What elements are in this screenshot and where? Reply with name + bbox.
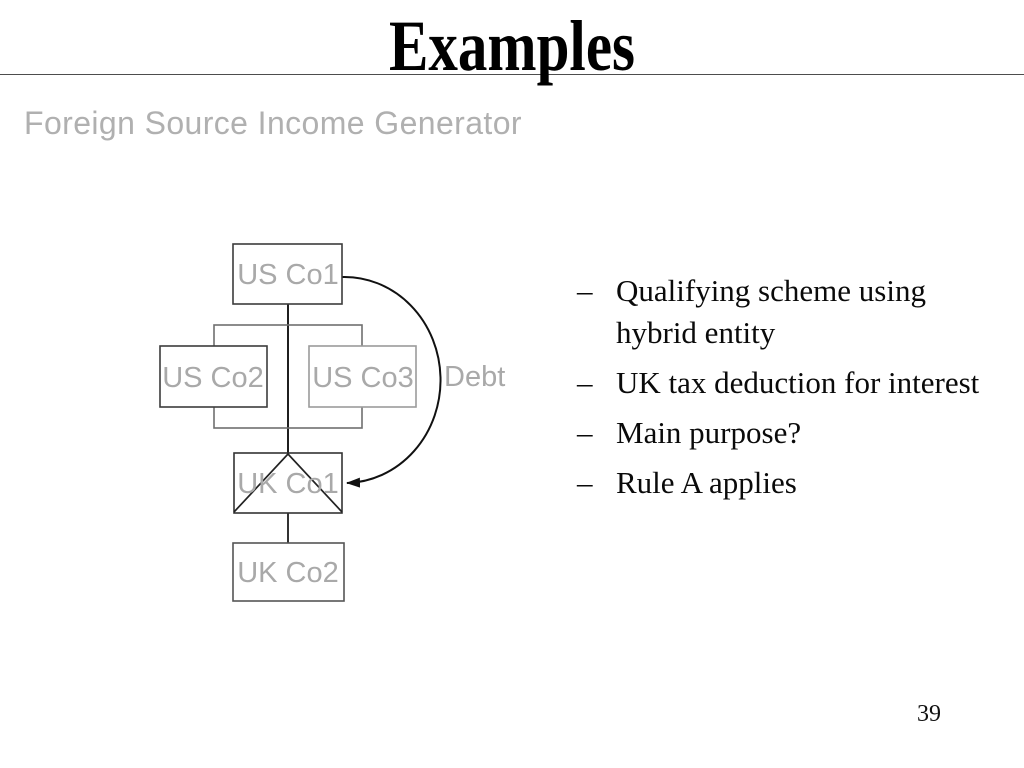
debt-arrow-label: Debt	[444, 361, 505, 393]
page-number: 39	[917, 701, 941, 727]
bullet-line: hybrid entity	[616, 315, 776, 350]
bullet-text: UK tax deduction for interest	[616, 362, 979, 404]
bullet-list: – Qualifying scheme using hybrid entity …	[577, 270, 1024, 512]
box-us-co2	[159, 345, 268, 408]
box-uk-co1	[233, 452, 343, 514]
bullet-text: Rule A applies	[616, 462, 797, 504]
bullet-line: UK tax deduction for interest	[616, 365, 980, 400]
bullet-item: – Qualifying scheme using hybrid entity	[577, 270, 1024, 354]
bullet-item: – Main purpose?	[577, 412, 1024, 454]
debt-arrow	[341, 275, 442, 488]
box-uk-co2-label: UK Co2	[237, 557, 339, 589]
box-us-co1-label: US Co1	[237, 259, 339, 291]
box-us-co3	[308, 345, 417, 408]
bullet-marker: –	[577, 273, 593, 308]
page-title: Examples	[388, 6, 636, 86]
box-us-co1	[232, 243, 343, 305]
bullet-text: Qualifying scheme using hybrid entity	[616, 270, 926, 354]
slide-subtitle: Foreign Source Income Generator	[24, 105, 522, 141]
bullet-line: Main purpose?	[616, 415, 802, 450]
bullet-line: Qualifying scheme using	[616, 273, 926, 308]
box-uk-co1-label: UK Co1	[237, 468, 339, 500]
bullet-item: – UK tax deduction for interest	[577, 362, 1024, 404]
bullet-marker: –	[577, 415, 593, 450]
bullet-item: – Rule A applies	[577, 462, 1024, 504]
bullet-line: Rule A applies	[616, 465, 797, 500]
bullet-text: Main purpose?	[616, 412, 801, 454]
bullet-marker: –	[577, 365, 593, 400]
hybrid-entity-triangle	[233, 452, 343, 513]
box-us-co2-label: US Co2	[162, 362, 264, 394]
box-uk-co2	[232, 542, 345, 602]
bullet-marker: –	[577, 465, 593, 500]
box-us-co3-label: US Co3	[312, 362, 414, 394]
title-divider	[0, 74, 1024, 75]
